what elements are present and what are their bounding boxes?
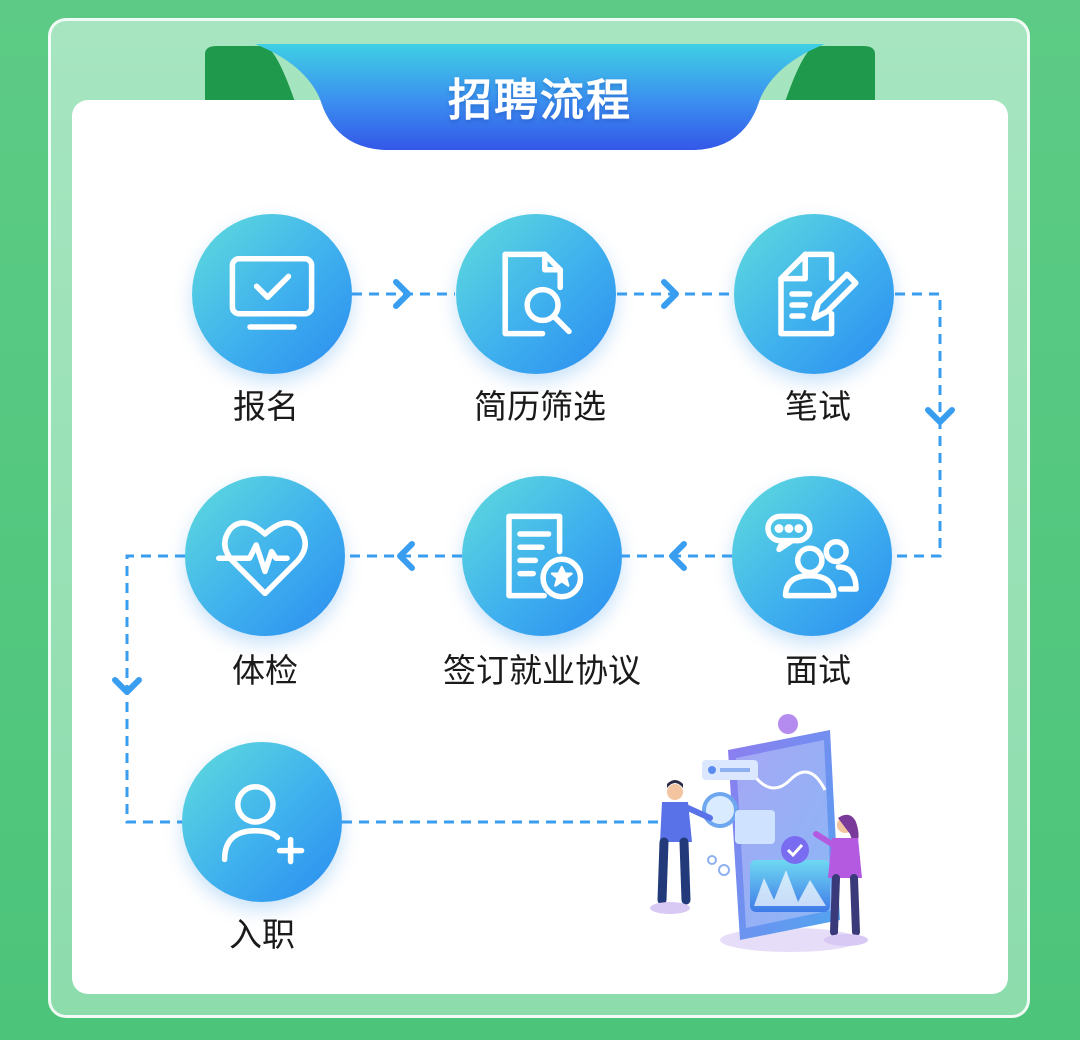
step-7-label: 入职 bbox=[229, 915, 295, 954]
step-4-circle bbox=[732, 476, 892, 636]
step-1-circle bbox=[192, 214, 352, 374]
step-5-circle bbox=[462, 476, 622, 636]
tab-ear-left bbox=[205, 46, 295, 102]
arrow-left-2 bbox=[397, 541, 415, 571]
step-3-circle bbox=[734, 214, 894, 374]
heart-pulse-icon bbox=[216, 520, 308, 597]
document-search-icon bbox=[502, 251, 572, 337]
step-5-label: 签订就业协议 bbox=[443, 651, 641, 690]
arrow-right-1 bbox=[393, 279, 411, 309]
document-pen-icon bbox=[778, 251, 859, 337]
step-2-label: 简历筛选 bbox=[474, 387, 606, 426]
arrow-right-2 bbox=[661, 279, 679, 309]
step-2-circle bbox=[456, 214, 616, 374]
arrow-left-1 bbox=[669, 541, 687, 571]
team-analytics-illustration bbox=[650, 714, 868, 952]
arrow-down-1 bbox=[925, 407, 955, 425]
arrow-down-2 bbox=[112, 677, 142, 695]
step-6-circle bbox=[185, 476, 345, 636]
step-1-label: 报名 bbox=[233, 387, 299, 426]
step-7-circle bbox=[182, 742, 342, 902]
title-banner bbox=[255, 44, 825, 150]
step-6-label: 体检 bbox=[232, 651, 298, 690]
document-star-icon bbox=[506, 513, 584, 600]
monitor-check-icon bbox=[229, 256, 315, 330]
tab-ear-right bbox=[785, 46, 875, 102]
user-add-icon bbox=[221, 784, 305, 865]
chat-people-icon bbox=[765, 513, 859, 599]
step-4-label: 面试 bbox=[785, 651, 851, 690]
page-title: 招聘流程 bbox=[448, 75, 632, 126]
step-3-label: 笔试 bbox=[785, 387, 851, 426]
